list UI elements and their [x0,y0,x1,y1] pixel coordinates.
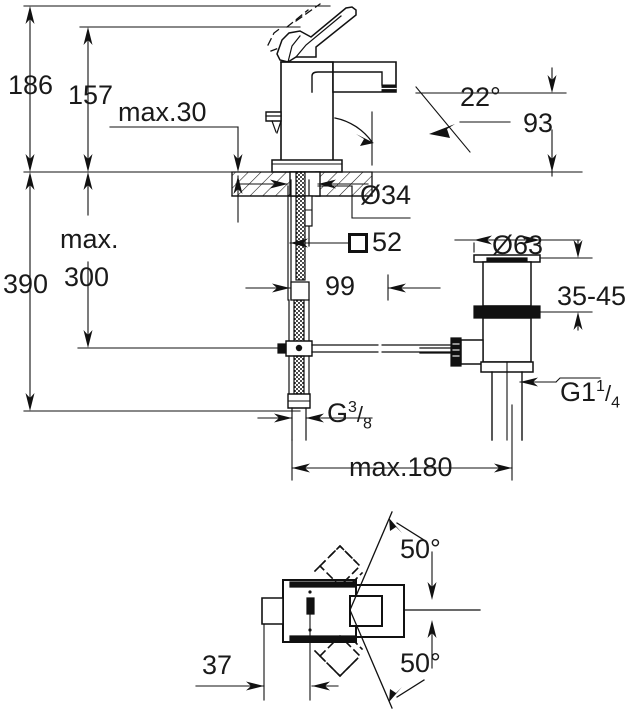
dimension-diameter-34: Ø34 [360,180,412,210]
dimension-thread-g1-1-4: G11/4 [560,377,620,412]
square-symbol-icon [348,233,368,253]
dimension-max-label: max. [60,224,119,254]
dimension-diameter-63: Ø63 [492,230,544,260]
dimension-99: 99 [325,271,356,301]
g38-numerator: 3 [348,399,357,416]
dimension-157: 157 [68,80,114,110]
g38-main: G [327,398,349,428]
g1-denominator: 4 [611,394,620,412]
dimension-max30: max.30 [118,97,207,127]
dimension-max-180: max.180 [349,452,453,482]
g1-main: G1 [560,377,597,407]
g1-numerator: 1 [596,378,605,395]
dimension-186: 186 [8,70,54,100]
square-52-value: 52 [372,227,403,257]
dimension-angle-50-lower: 50° [400,648,441,678]
dimension-390: 390 [3,269,49,299]
dimension-35-45: 35-45 [557,281,627,311]
dimension-37: 37 [202,650,233,680]
dimension-angle-50-upper: 50° [400,534,441,564]
dimension-93: 93 [523,108,554,138]
dimension-thread-g3-8: G3/8 [327,398,372,433]
dimension-square-52: 52 [348,229,402,256]
dimension-300: 300 [64,262,110,292]
dimension-angle-22: 22° [460,82,501,112]
g38-denominator: 8 [363,415,372,433]
